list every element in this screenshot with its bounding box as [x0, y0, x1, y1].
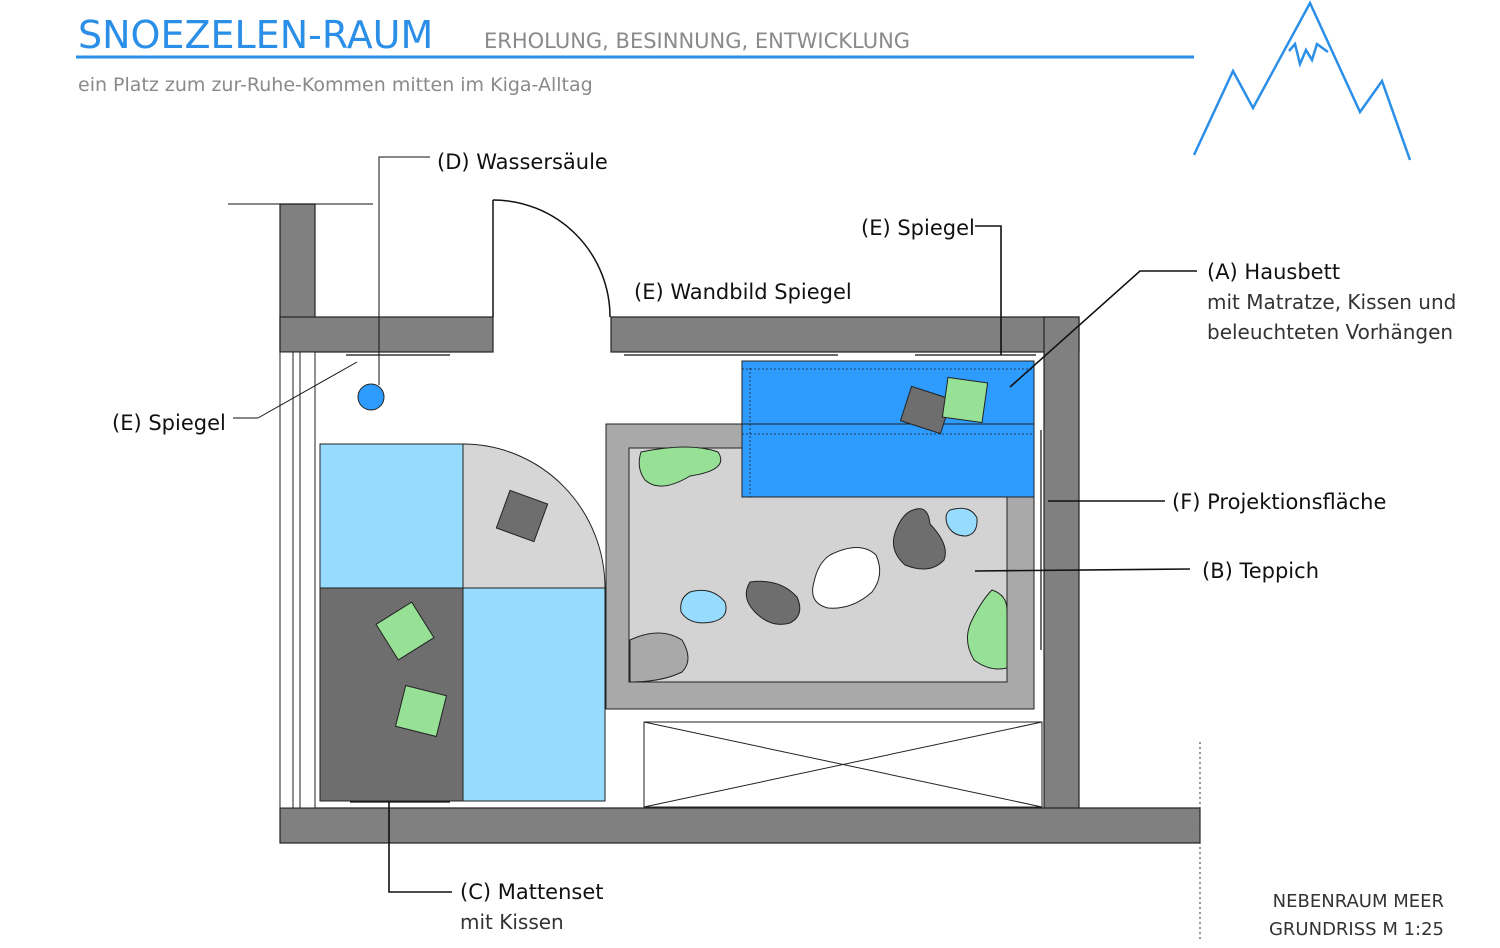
rug-shape-dark-2	[745, 580, 801, 625]
wall-bottom	[279, 807, 1201, 844]
mat-cushion-green-1	[375, 601, 435, 661]
rug-shape-green-2	[967, 589, 1008, 670]
leader-mattenset	[388, 802, 452, 893]
label-mattenset-title: (C) Mattenset	[460, 880, 604, 904]
footer-scale: GRUNDRISS M 1:25	[1269, 919, 1444, 940]
mat-light-blue-top	[319, 443, 464, 589]
label-hausbett-line2: beleuchteten Vorhängen	[1207, 320, 1453, 344]
label-hausbett-title: (A) Hausbett	[1207, 260, 1340, 284]
mat-light-blue-bottom	[462, 587, 606, 802]
label-spiegel-left: (E) Spiegel	[112, 411, 226, 435]
door	[492, 199, 611, 318]
rug-shape-blue-1	[945, 507, 978, 537]
rug-shape-grey	[629, 632, 689, 683]
mountain-snow-line	[1288, 41, 1329, 68]
label-teppich: (B) Teppich	[1202, 559, 1319, 583]
label-spiegel-top: (E) Spiegel	[861, 216, 975, 240]
leader-teppich	[974, 568, 1191, 572]
leader-hausbett	[1009, 270, 1197, 388]
leader-wassersaeule	[378, 156, 430, 385]
rug-shape-green-1	[638, 446, 722, 487]
wall-top-right	[610, 316, 1080, 353]
page-tagline: ein Platz zum zur-Ruhe-Kommen mitten im …	[78, 74, 593, 96]
label-projektion: (F) Projektionsfläche	[1172, 490, 1386, 514]
label-wandbild: (E) Wandbild Spiegel	[634, 280, 852, 304]
leader-spiegel-top	[975, 225, 1002, 355]
mat-cushion-dark	[495, 489, 549, 543]
footer-room-name: NEBENRAUM MEER	[1273, 891, 1444, 912]
house-bed	[741, 360, 1035, 498]
wall-right	[1043, 316, 1080, 810]
rug-shape-dark-1	[893, 508, 946, 570]
house-bed-mattress	[741, 423, 1035, 498]
mountain-logo-icon	[1192, 0, 1412, 161]
storage-cross-b	[643, 721, 1043, 808]
mat-cushion-green-2	[394, 684, 448, 738]
page-subtitle: ERHOLUNG, BESINNUNG, ENTWICKLUNG	[484, 29, 910, 53]
label-hausbett-line1: mit Matratze, Kissen und	[1207, 290, 1456, 314]
wall-top-left	[279, 316, 494, 353]
window	[279, 351, 316, 809]
rug-shape-blue-2	[680, 589, 727, 624]
page-title: SNOEZELEN-RAUM	[78, 13, 433, 57]
label-wassersaeule: (D) Wassersäule	[437, 150, 608, 174]
rug-shape-white	[812, 547, 881, 609]
label-mattenset-sub: mit Kissen	[460, 910, 564, 934]
bed-pillow-green	[941, 376, 989, 424]
mirror-lines	[346, 354, 1036, 803]
leader-spiegel-left	[257, 361, 358, 419]
water-column-icon	[357, 383, 385, 411]
